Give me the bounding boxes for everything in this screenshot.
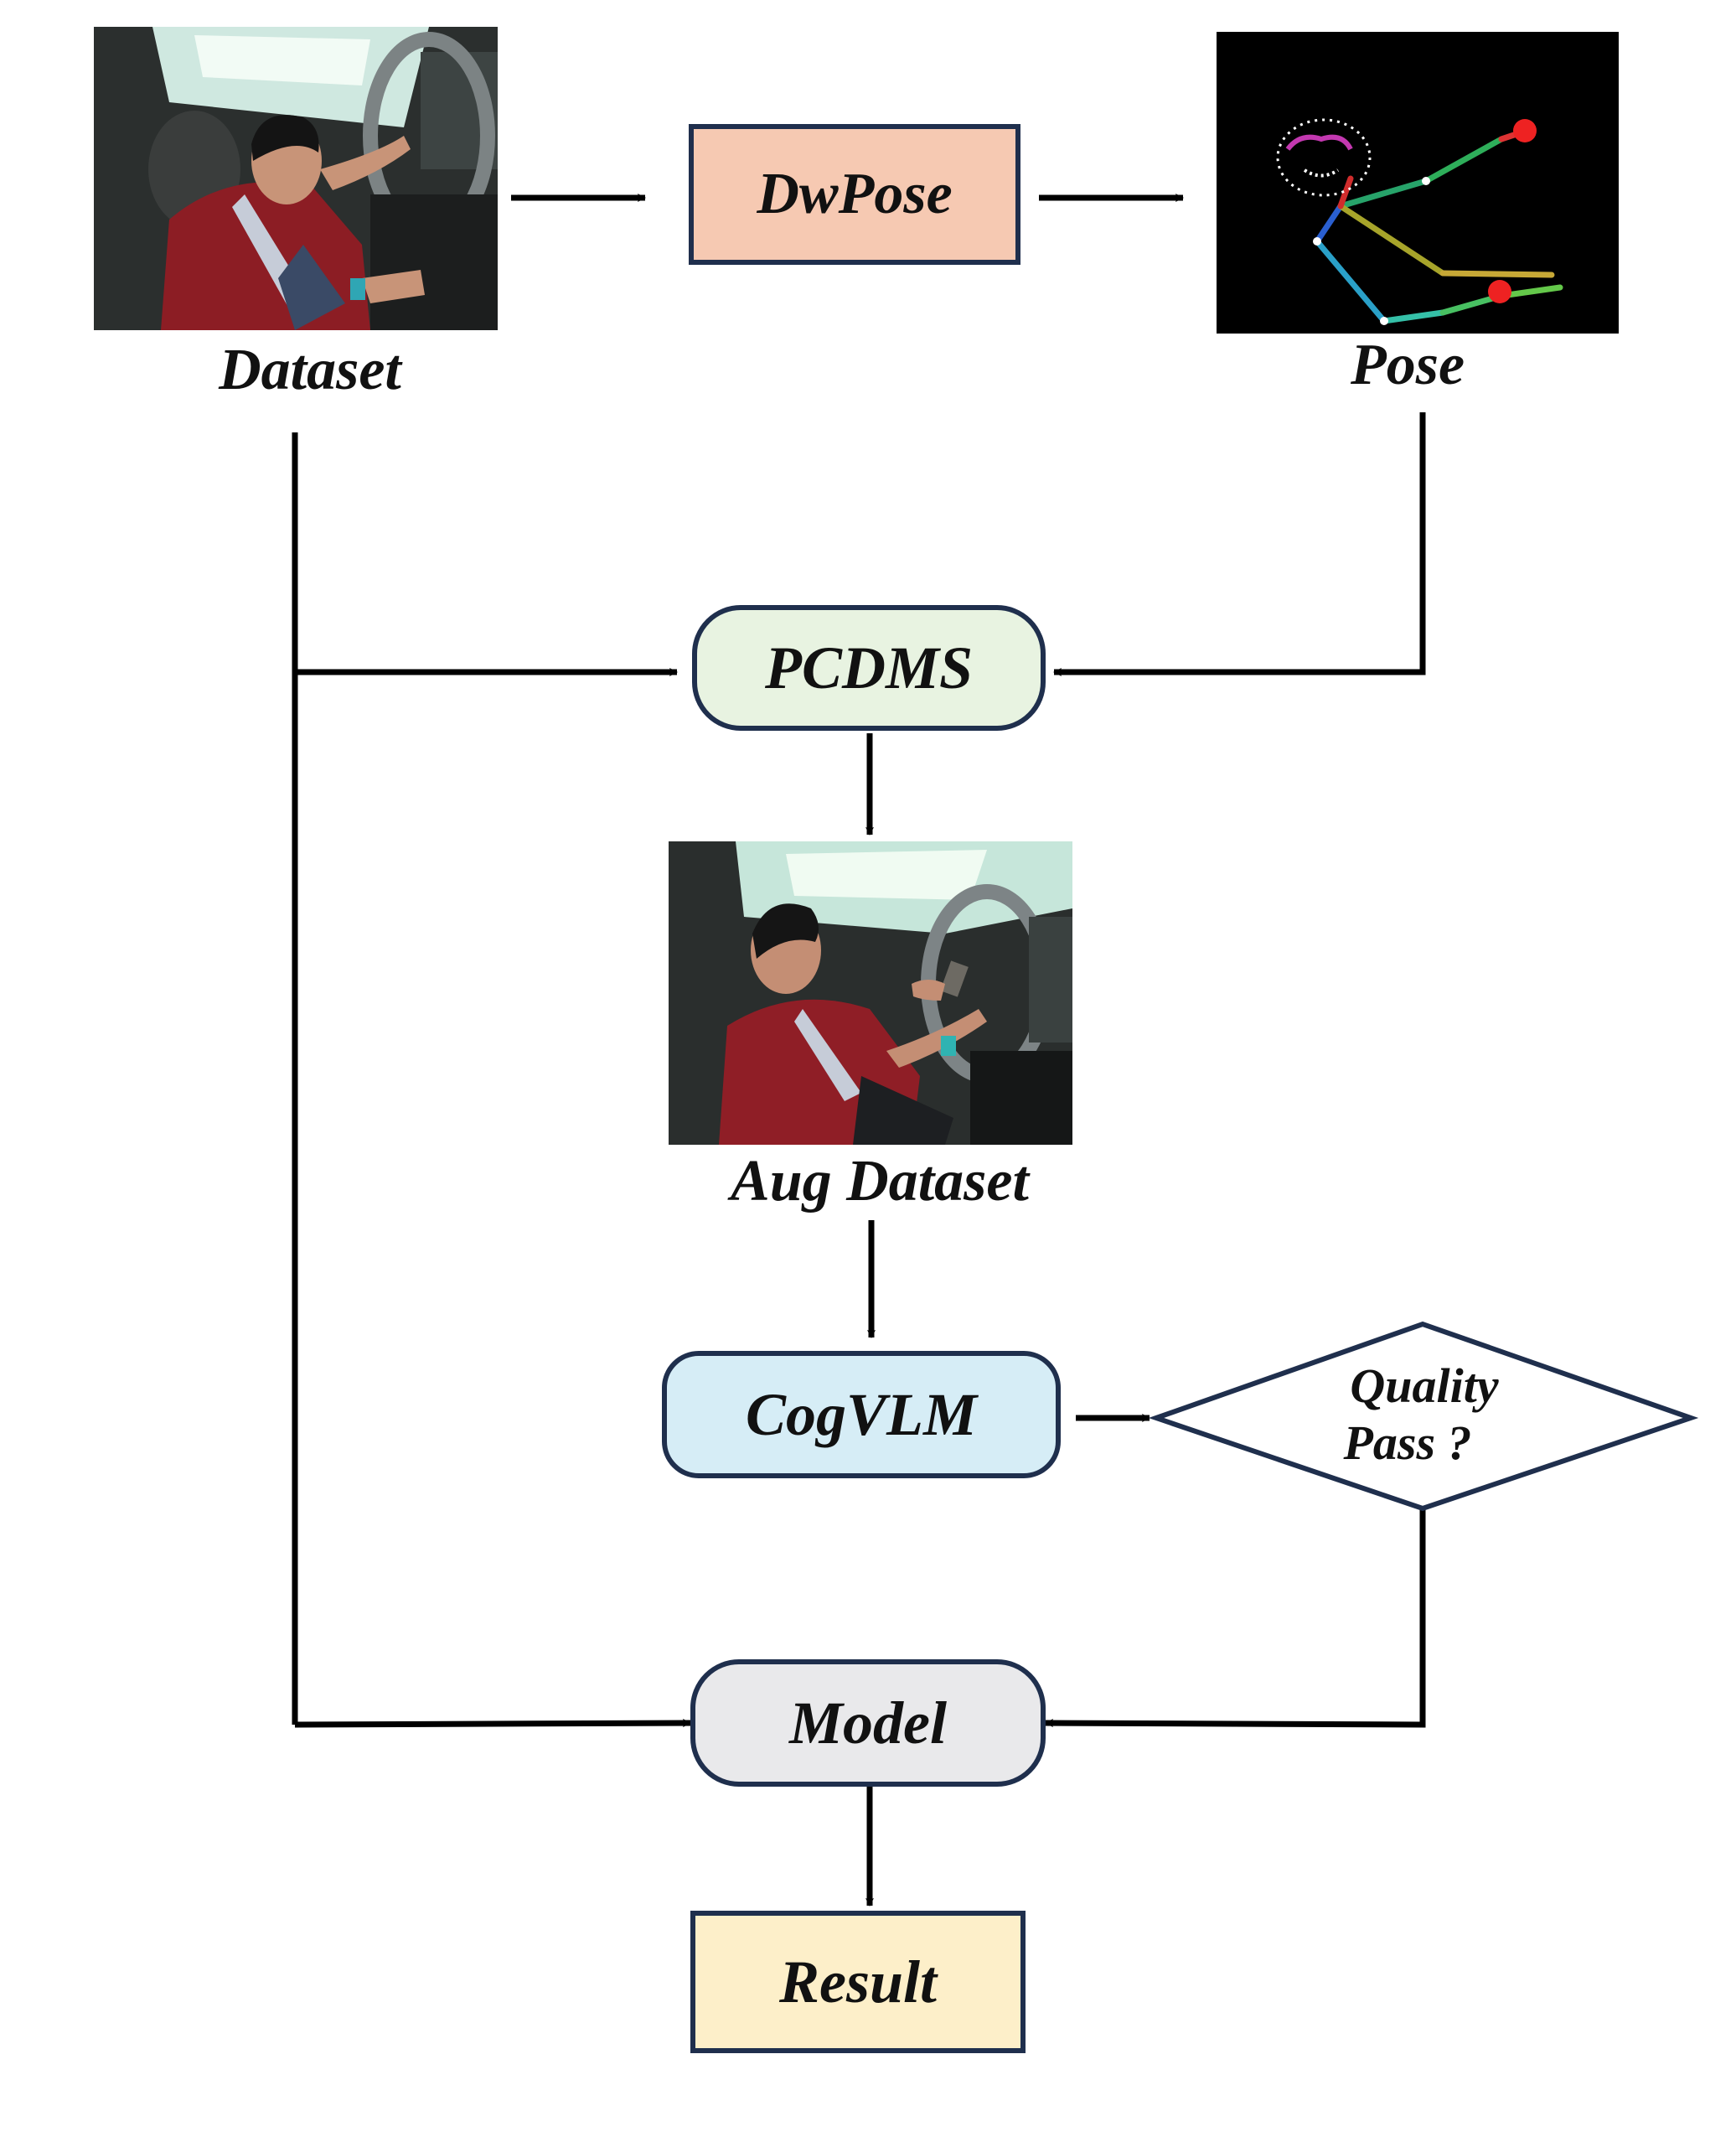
arrow-dataset-model [294,1719,691,1728]
quality-label-line1: Quality [1350,1358,1499,1413]
cogvlm-box[interactable]: CogVLM [662,1351,1061,1478]
result-box[interactable]: Result [690,1911,1026,2053]
pose-label: Pose [1350,333,1465,397]
arrow-pose-pcdms [1053,412,1426,676]
pose-map [1217,32,1619,334]
quality-diamond [1148,1321,1699,1512]
arrow-quality-model [1045,1508,1426,1728]
dataset-label: Dataset [219,338,401,402]
dataset-photo [94,27,498,330]
dwpose-box[interactable]: DwPose [689,124,1020,265]
pcdms-box[interactable]: PCDMS [692,605,1046,731]
model-box[interactable]: Model [690,1659,1046,1787]
quality-label-line2: Pass ? [1343,1415,1472,1470]
aug-dataset-label: Aug Dataset [731,1149,1029,1213]
aug-dataset-photo [669,841,1072,1145]
